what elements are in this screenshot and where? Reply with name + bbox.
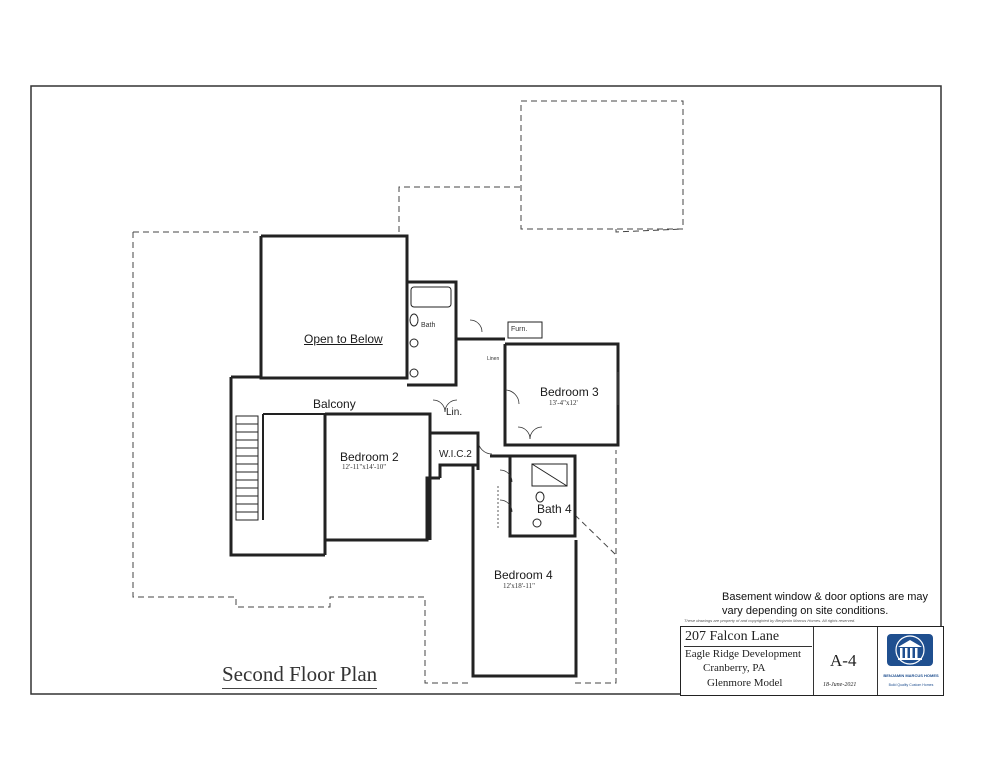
title-block-divider [877,627,878,695]
title-block-divider [813,627,814,695]
development-name: Eagle Ridge Development [685,648,802,660]
site-conditions-note: Basement window & door options are may v… [722,590,928,618]
sheet-border [30,85,942,695]
company-logo-icon [887,634,933,666]
drawing-date: 18-June-2021 [823,682,857,688]
title-block: 207 Falcon Lane Eagle Ridge Development … [680,626,944,696]
room-linen-small: Linen [487,356,500,362]
project-address: 207 Falcon Lane [685,629,780,644]
bedroom-2-dimensions: 12'-11"x14'-10" [342,463,387,471]
exterior-walls [229,234,620,678]
plumbing-fixtures [409,286,568,528]
room-balcony: Balcony [313,397,356,411]
company-name: BENJAMIN MARCUS HOMES [883,673,939,678]
furnace-label: Furn. [511,326,528,333]
sheet-number: A-4 [830,651,857,670]
staircase [235,413,325,521]
room-linen: Lin. [446,407,463,418]
address-underline [684,646,812,647]
room-wic-2: W.I.C.2 [439,449,472,460]
plan-title: Second Floor Plan [222,662,378,689]
room-open-to-below: Open to Below [304,332,383,346]
note-line-1: Basement window & door options are may [722,591,929,603]
room-bedroom-4: Bedroom 4 [494,568,553,582]
project-city: Cranberry, PA [703,662,766,674]
first-floor-dashed-outline [132,100,684,684]
bedroom-4-dimensions: 12'x18'-11" [503,582,535,590]
room-bedroom-2: Bedroom 2 [340,450,399,464]
room-bedroom-3: Bedroom 3 [540,385,599,399]
room-hall-bath: Bath [421,322,436,329]
door-swings [432,319,619,530]
room-bath-4: Bath 4 [537,502,572,516]
model-name: Glenmore Model [707,677,783,689]
copyright-notice: These drawings are property of and copyr… [684,618,856,623]
company-tagline: Build Quality Custom Homes [888,683,934,687]
bedroom-3-dimensions: 13'-4"x12' [549,399,578,407]
note-line-2: vary depending on site conditions. [722,605,889,617]
